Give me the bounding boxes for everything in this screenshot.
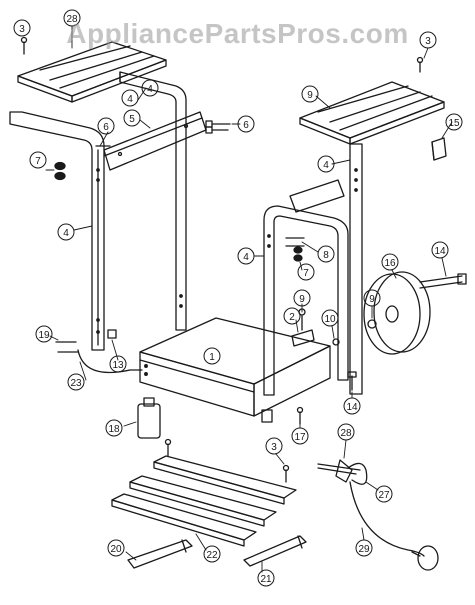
callout-label: 4 bbox=[323, 160, 329, 171]
callout: 20 bbox=[107, 539, 125, 557]
left-frame bbox=[9, 71, 187, 351]
callout: 2 bbox=[283, 307, 301, 325]
top-screws bbox=[20, 36, 424, 73]
callout: 14 bbox=[431, 241, 449, 259]
left-top-shelf bbox=[17, 41, 167, 103]
callout-label: 28 bbox=[66, 14, 78, 25]
right-fasteners bbox=[285, 237, 305, 262]
left-nuts bbox=[54, 161, 66, 181]
callout-label: 4 bbox=[243, 252, 249, 263]
callout: 1 bbox=[203, 347, 221, 365]
callout-label: 16 bbox=[384, 258, 396, 269]
igniter-module bbox=[137, 397, 161, 439]
shelf-rails bbox=[127, 535, 307, 569]
callout: 27 bbox=[375, 485, 393, 503]
right-frame bbox=[263, 143, 363, 396]
callout: 3 bbox=[13, 19, 31, 37]
callout: 4 bbox=[121, 89, 139, 107]
right-top-shelf bbox=[299, 81, 445, 145]
callout-label: 9 bbox=[369, 294, 375, 305]
callout-label: 29 bbox=[358, 544, 370, 555]
callout-label: 6 bbox=[103, 122, 109, 133]
callout: 23 bbox=[67, 373, 85, 391]
screw-17 bbox=[296, 406, 304, 425]
callout-label: 7 bbox=[35, 156, 41, 167]
callout: 9 bbox=[293, 289, 311, 307]
callout-label: 9 bbox=[299, 294, 305, 305]
callout-label: 14 bbox=[434, 246, 446, 257]
callout: 6 bbox=[237, 115, 255, 133]
callout-label: 15 bbox=[448, 118, 460, 129]
callout: 7 bbox=[297, 263, 315, 281]
bottom-screws bbox=[164, 438, 290, 483]
callout: 6 bbox=[97, 117, 115, 135]
callout-label: 2 bbox=[289, 312, 295, 323]
callout-label: 4 bbox=[147, 84, 153, 95]
callout: 16 bbox=[381, 253, 399, 271]
callout: 3 bbox=[419, 31, 437, 49]
callout: 15 bbox=[445, 113, 463, 131]
callout: 28 bbox=[63, 9, 81, 27]
bottom-shelf bbox=[111, 455, 297, 547]
callout-label: 27 bbox=[378, 490, 390, 501]
callout-label: 28 bbox=[340, 428, 352, 439]
callout-label: 3 bbox=[19, 24, 25, 35]
callout-label: 19 bbox=[38, 330, 50, 341]
callout: 4 bbox=[237, 247, 255, 265]
leader-lines bbox=[45, 25, 453, 573]
callout-label: 4 bbox=[63, 228, 69, 239]
left-bolts bbox=[95, 120, 231, 147]
callout: 5 bbox=[123, 109, 141, 127]
callout-label: 8 bbox=[323, 250, 329, 261]
regulator-hose bbox=[317, 459, 439, 571]
base-box bbox=[139, 317, 331, 423]
callout-label: 22 bbox=[206, 550, 218, 561]
callout-label: 3 bbox=[271, 442, 277, 453]
callout: 10 bbox=[321, 309, 339, 327]
callout: 3 bbox=[265, 437, 283, 455]
callout-label: 20 bbox=[110, 544, 122, 555]
callout-label: 6 bbox=[243, 120, 249, 131]
callout: 8 bbox=[317, 245, 335, 263]
glide-foot bbox=[431, 137, 447, 161]
callout-label: 21 bbox=[260, 574, 272, 585]
callout-label: 9 bbox=[307, 90, 313, 101]
callout-label: 7 bbox=[303, 268, 309, 279]
callout: 9 bbox=[363, 289, 381, 307]
callout-label: 10 bbox=[324, 314, 336, 325]
callout-label: 5 bbox=[129, 114, 135, 125]
callout: 22 bbox=[203, 545, 221, 563]
callouts: 3 28 4 5 6 6 7 4 19 23 13 1 9 3 15 4 4 8… bbox=[13, 9, 463, 587]
callout: 4 bbox=[317, 155, 335, 173]
callout-label: 23 bbox=[70, 378, 82, 389]
callout: 14 bbox=[343, 397, 361, 415]
callout: 21 bbox=[257, 569, 275, 587]
callout: 9 bbox=[301, 85, 319, 103]
left-bottom-fasteners bbox=[55, 329, 143, 374]
callout-label: 13 bbox=[112, 360, 124, 371]
callout: 19 bbox=[35, 325, 53, 343]
callout-label: 18 bbox=[108, 424, 120, 435]
callout-label: 1 bbox=[209, 352, 215, 363]
callout: 28 bbox=[337, 423, 355, 441]
callout-label: 4 bbox=[127, 94, 133, 105]
callout: 4 bbox=[57, 223, 75, 241]
left-cross-brace bbox=[103, 111, 207, 171]
callout: 7 bbox=[29, 151, 47, 169]
extra-callouts: 4 bbox=[141, 79, 159, 97]
callout-label: 3 bbox=[425, 36, 431, 47]
callout: 29 bbox=[355, 539, 373, 557]
callout-label: 17 bbox=[294, 432, 306, 443]
lower-right-bolt bbox=[347, 371, 357, 391]
callout: 13 bbox=[109, 355, 127, 373]
callout: 4 bbox=[141, 79, 159, 97]
callout-label: 14 bbox=[346, 402, 358, 413]
wheel bbox=[363, 271, 467, 355]
callout: 18 bbox=[105, 419, 123, 437]
callout: 17 bbox=[291, 427, 309, 445]
